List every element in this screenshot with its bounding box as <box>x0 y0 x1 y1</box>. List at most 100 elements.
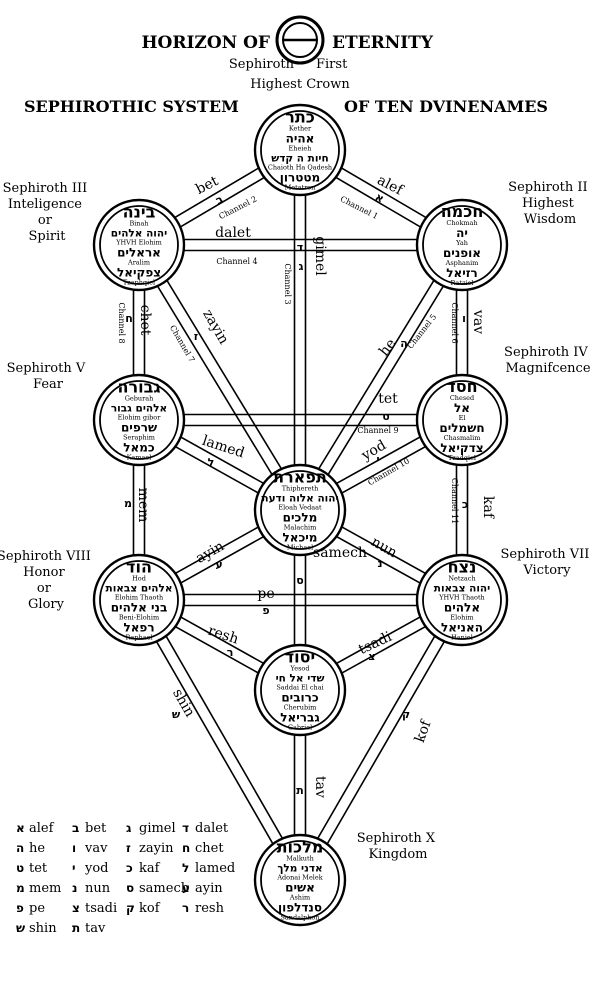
legend-name: nun <box>85 881 111 896</box>
path-letter-pe: פ <box>262 604 269 617</box>
path-letter-zayin: ז <box>194 330 198 343</box>
legend-name: mem <box>29 881 61 896</box>
path-letter-alef: א <box>373 190 386 205</box>
sephirah-hebrew: בינה <box>123 203 156 222</box>
sephirah-hebrew: יהוה צבאות <box>434 583 490 595</box>
path-name-chet: chet <box>137 305 153 336</box>
path-name-resh: resh <box>206 623 241 648</box>
path-letter-yod: י <box>376 453 379 466</box>
sephirah-hebrew: אל <box>454 401 470 415</box>
path-hod-malkuth <box>133 596 306 884</box>
sephirah-transliteration: Kether <box>289 125 312 133</box>
legend-name: kaf <box>139 861 161 876</box>
labels-layer: HORIZON OF ETERNITY Sephiroth First High… <box>0 15 591 862</box>
system-title-right: OF TEN DVINENAMES <box>344 97 548 116</box>
sephirah-transliteration: Geburah <box>125 395 154 403</box>
sephirah-hebrew: רזיאל <box>446 266 478 280</box>
channel-label-ch9: Channel 9 <box>357 426 398 435</box>
malkuth-side-label: Sephiroth X Kingdom <box>357 831 440 862</box>
channel-label-ch2: Channel 2 <box>217 194 258 221</box>
legend-name: tsadi <box>85 901 117 916</box>
legend-name: resh <box>195 901 225 916</box>
path-letter-kaf: כ <box>462 498 468 511</box>
sephirah-hebrew: אראלים <box>117 246 161 260</box>
path-name-yod: yod <box>358 437 389 464</box>
sephirah-transliteration: Elohim <box>450 614 473 622</box>
binah-side-label: Sephiroth III Inteligence or Spirit <box>3 181 92 244</box>
sephirah-transliteration: Chokmah <box>446 219 477 227</box>
legend-name: alef <box>29 821 55 836</box>
legend-name: kof <box>139 901 161 916</box>
path-letter-tav: ת <box>296 784 304 797</box>
sephirah-transliteration: Haniel <box>451 634 473 642</box>
sephirah-transliteration: El <box>459 414 466 422</box>
sephirah-chokmah: חכמהChokmahיהYahאופניםAsphanimרזיאלRatzi… <box>415 198 509 292</box>
legend-name: lamed <box>195 861 235 876</box>
sephirah-transliteration: Gabriel <box>288 724 312 732</box>
sephirah-inner-ring <box>422 560 502 640</box>
legend-item-lamed: ל lamed <box>182 861 235 876</box>
path-letter-ayin: ע <box>215 558 222 571</box>
sephirah-inner-ring <box>99 560 179 640</box>
legend-letter: ה <box>16 841 24 855</box>
path-name-tav: tav <box>312 776 328 798</box>
sephirah-hebrew: אהיה <box>286 132 315 146</box>
sephirah-transliteration: Michael <box>287 544 313 552</box>
sephirah-hebrew: הוד <box>126 558 152 577</box>
sephirah-inner-ring <box>260 840 340 920</box>
sephirah-transliteration: Tzaphqiel <box>123 279 155 287</box>
legend-name: pe <box>29 901 45 916</box>
path-letter-he: ה <box>400 337 408 350</box>
sephirah-transliteration: YHVH Elohim <box>115 239 162 247</box>
sephirah-transliteration: Kamael <box>127 454 152 462</box>
legend-name: dalet <box>195 821 229 836</box>
sephirah-inner-ring <box>99 380 179 460</box>
path-name-kaf: kaf <box>480 496 496 520</box>
sephirah-transliteration: Sandalphon <box>280 914 319 922</box>
sephirah-hebrew: מלכות <box>277 838 324 857</box>
sephirah-transliteration: Netzach <box>448 575 475 583</box>
sephirah-inner-ring <box>260 110 340 190</box>
sephirah-transliteration: Chaioth Ha Qadesh <box>268 164 332 172</box>
legend-name: tav <box>85 921 106 936</box>
legend-name: vav <box>84 841 108 856</box>
path-letter-tsadi: צ <box>368 650 375 663</box>
path-letter-samech: ס <box>296 574 303 587</box>
legend-name: gimel <box>139 821 176 836</box>
sephiroth-first-right: First <box>316 57 348 72</box>
sephirah-transliteration: Eheieh <box>289 145 312 153</box>
title-left: HORIZON OF <box>141 33 270 53</box>
sephirah-hebrew: שרפים <box>121 421 157 435</box>
sephirah-hebrew: אלהים <box>444 601 480 615</box>
path-name-pe: pe <box>257 586 274 602</box>
path-name-dalet: dalet <box>215 225 251 241</box>
legend-letter: ל <box>182 861 189 875</box>
highest-crown-label: Highest Crown <box>250 77 350 92</box>
path-name-tet: tet <box>378 391 398 407</box>
path-letter-nun: נ <box>378 557 383 570</box>
sephirah-transliteration: Chesed <box>450 394 474 402</box>
sephirah-inner-ring <box>260 650 340 730</box>
legend-name: zayin <box>139 841 174 856</box>
